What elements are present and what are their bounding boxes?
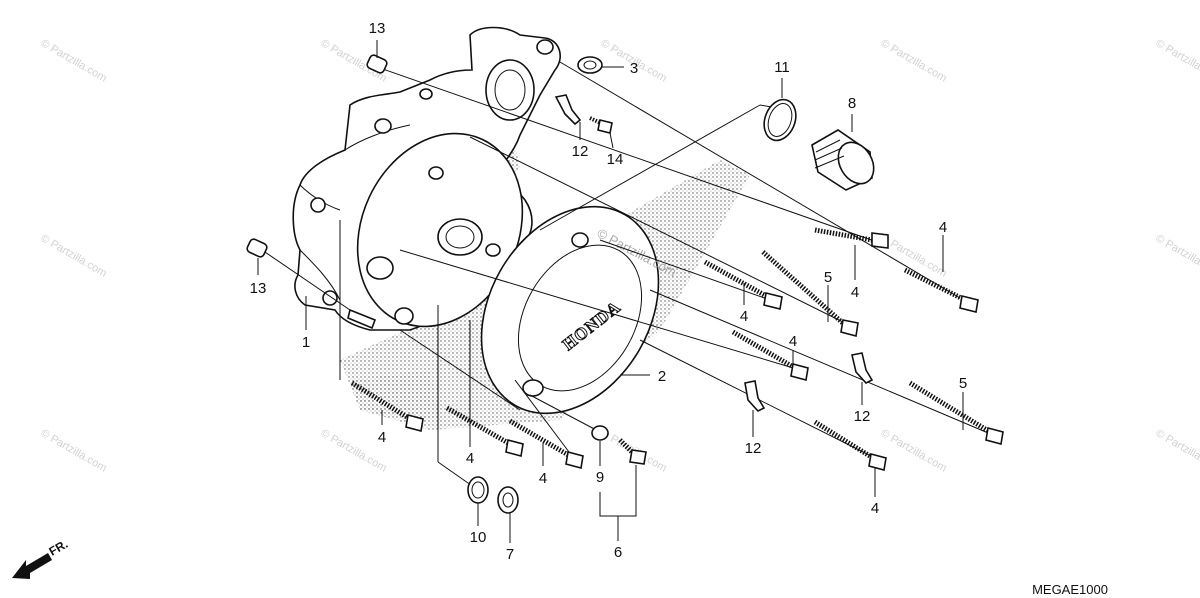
- plug-8: [811, 129, 875, 191]
- drain-plug-7: [497, 486, 519, 514]
- bolt-14: [589, 116, 613, 134]
- watermark-text: © Partzilla.com: [1154, 232, 1200, 279]
- callout-12: 12: [854, 408, 871, 425]
- bolt-4: [703, 259, 783, 310]
- washer-10: [467, 476, 489, 504]
- callout-12: 12: [572, 143, 589, 160]
- bolt-5: [908, 380, 1004, 445]
- front-direction-arrow: FR.: [12, 537, 70, 579]
- watermark-text: © Partzilla.com: [879, 427, 949, 474]
- watermark-text: © Partzilla.com: [39, 232, 109, 279]
- callout-7: 7: [506, 546, 514, 563]
- callout-14: 14: [607, 151, 624, 168]
- small-parts: [246, 54, 875, 514]
- front-label: FR.: [47, 537, 71, 559]
- callout-8: 8: [848, 95, 856, 112]
- callout-4: 4: [378, 429, 386, 446]
- bolt-4: [813, 419, 887, 471]
- callout-4: 4: [740, 308, 748, 325]
- callout-4: 4: [871, 500, 879, 517]
- callout-4: 4: [789, 333, 797, 350]
- bolt-4: [508, 418, 584, 469]
- callout-4: 4: [851, 284, 859, 301]
- outer-cover: HONDA: [480, 205, 660, 415]
- watermark-text: © Partzilla.com: [39, 37, 109, 84]
- left-crankcase-cover: [292, 26, 561, 331]
- bolt-4: [350, 380, 424, 432]
- bolt-4: [731, 329, 809, 381]
- dowel-13: [366, 54, 388, 74]
- washer-9: [591, 425, 609, 441]
- callout-5: 5: [959, 375, 967, 392]
- callout-13: 13: [369, 20, 386, 37]
- bolt-4: [445, 405, 524, 457]
- callout-numbers: 13 13 1 2 3 11 8 12 14 4 4 5 4 4 5 12 12…: [250, 20, 968, 563]
- bolt-set-6: [618, 438, 647, 465]
- callout-4: 4: [539, 470, 547, 487]
- clip-12: [554, 94, 582, 126]
- clip-12: [851, 352, 874, 384]
- bolt-5: [761, 250, 859, 338]
- watermark-text: © Partzilla.com: [1154, 37, 1200, 84]
- callout-4: 4: [466, 450, 474, 467]
- callout-9: 9: [596, 469, 604, 486]
- plug-3: [577, 56, 603, 74]
- callout-13: 13: [250, 280, 267, 297]
- callout-12: 12: [745, 440, 762, 457]
- callout-leaders: [257, 40, 964, 543]
- callout-11: 11: [774, 59, 790, 76]
- callout-6: 6: [614, 544, 622, 561]
- callout-1: 1: [302, 334, 310, 351]
- leader-lines: [261, 61, 1001, 491]
- bolt-4: [903, 267, 979, 313]
- callout-10: 10: [470, 529, 487, 546]
- dowel-13: [246, 238, 268, 258]
- o-ring-11: [763, 98, 797, 142]
- callout-4: 4: [939, 219, 947, 236]
- bolt-4: [814, 227, 889, 249]
- clip-12: [744, 380, 766, 412]
- watermark-text: © Partzilla.com: [39, 427, 109, 474]
- callout-5: 5: [824, 269, 832, 286]
- watermark-text: © Partzilla.com: [879, 37, 949, 84]
- diagram-code: MEGAE1000: [1032, 582, 1108, 597]
- callout-2: 2: [658, 368, 666, 385]
- watermark-text: © Partzilla.com: [1154, 427, 1200, 474]
- bolts: [350, 227, 1004, 471]
- callout-3: 3: [630, 60, 638, 77]
